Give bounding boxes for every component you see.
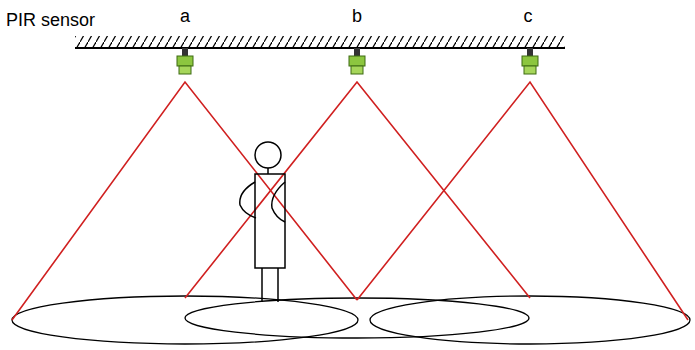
sensor-letter: b	[352, 6, 362, 26]
pir-sensor	[177, 48, 193, 74]
person-leg	[277, 268, 279, 302]
detection-cones	[12, 82, 688, 320]
detection-cone	[12, 82, 357, 320]
person-body	[255, 174, 285, 268]
ceiling-line	[75, 47, 565, 49]
person-leg	[261, 268, 263, 302]
sensor-caption: PIR sensor	[6, 10, 95, 30]
detection-cone	[357, 82, 688, 320]
ceiling-hatching	[75, 36, 565, 48]
person-head	[255, 142, 281, 168]
sensor-letter: a	[180, 6, 190, 26]
sensor-letter: c	[524, 6, 533, 26]
pir-sensors	[177, 48, 538, 74]
detection-cone	[185, 82, 530, 298]
person-neck	[267, 168, 269, 174]
pir-sensor	[349, 48, 365, 74]
person-arm	[272, 182, 285, 222]
person-arm	[240, 182, 256, 218]
pir-sensor	[522, 48, 538, 74]
person-figure	[240, 142, 285, 302]
floor-ellipses	[12, 296, 690, 344]
ceiling	[75, 36, 565, 48]
detection-area	[185, 298, 529, 338]
detection-area	[370, 296, 690, 344]
